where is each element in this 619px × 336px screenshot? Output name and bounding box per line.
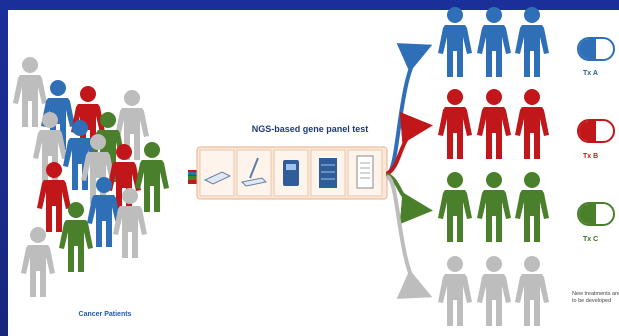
sequencer-icon bbox=[273, 149, 309, 197]
arrow-red bbox=[386, 112, 433, 175]
patient-figure bbox=[59, 202, 93, 272]
report-icon bbox=[347, 149, 383, 197]
pipette-icon bbox=[236, 149, 272, 197]
patient-figure bbox=[21, 227, 55, 297]
capsule-icon-tx-a bbox=[577, 37, 615, 61]
capsule-icon-tx-c bbox=[577, 202, 615, 226]
patient-crowd bbox=[13, 57, 169, 297]
sample-slide-icon bbox=[199, 149, 235, 197]
branch-arrows bbox=[386, 43, 433, 299]
group-untreated bbox=[438, 256, 549, 326]
arrow-blue bbox=[386, 43, 433, 175]
patient-figure bbox=[135, 142, 169, 212]
capsule-icon-tx-b bbox=[577, 119, 615, 143]
arrow-green bbox=[386, 173, 433, 225]
tx-c-label: Tx C bbox=[583, 236, 599, 243]
tx-a-label: Tx A bbox=[583, 70, 598, 77]
group-tx-a bbox=[438, 7, 549, 77]
new-treatments-note: New treatments are needed to be develope… bbox=[572, 291, 619, 304]
group-tx-b bbox=[438, 89, 549, 159]
test-title: NGS-based gene panel test bbox=[251, 124, 369, 134]
arrow-gray bbox=[386, 175, 433, 299]
server-icon bbox=[310, 149, 346, 197]
patients-caption: Cancer Patients bbox=[78, 311, 132, 318]
ngs-test-pipeline bbox=[188, 146, 388, 200]
group-tx-c bbox=[438, 172, 549, 242]
tx-b-label: Tx B bbox=[583, 153, 599, 160]
patient-figure bbox=[13, 57, 47, 127]
